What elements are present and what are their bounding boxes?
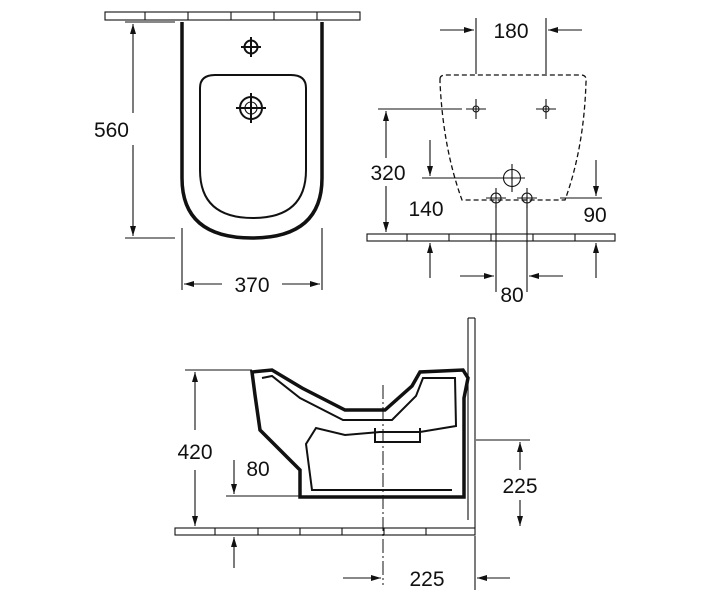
side-view-trap	[374, 428, 421, 443]
dimension-90: 90	[560, 160, 607, 278]
dimension-420: 420	[177, 369, 252, 526]
dimension-label-370: 370	[234, 274, 269, 297]
dimension-560: 560	[94, 21, 175, 239]
dimension-225-height: 225	[476, 439, 538, 526]
side-view: 420 80 225 225	[174, 317, 538, 591]
dimension-80-floor: 80	[226, 458, 300, 568]
connection-view: 180 320 140 90 80	[366, 18, 616, 307]
water-inlet-symbol	[486, 188, 506, 208]
waste-connection-symbol	[499, 164, 525, 192]
dimension-140: 140	[408, 140, 500, 278]
side-view-floor	[174, 527, 476, 536]
dimension-label-80-floor: 80	[246, 458, 269, 481]
fixing-bolt-symbol	[466, 99, 486, 119]
dimension-80-inlets: 80	[460, 205, 563, 307]
top-view-wall	[104, 11, 361, 21]
dimension-label-225-offset: 225	[409, 568, 444, 591]
dimension-320: 320	[370, 108, 462, 232]
top-view-outline	[180, 22, 324, 240]
connection-view-floor	[366, 233, 616, 242]
dimension-label-420: 420	[177, 441, 212, 464]
dimension-label-140: 140	[408, 198, 443, 221]
fixing-bolt-symbol	[536, 99, 556, 119]
tap-hole-symbol	[241, 37, 261, 57]
dimension-label-560: 560	[94, 119, 129, 142]
side-view-wall	[467, 317, 476, 528]
dimension-225-offset: 225	[343, 536, 510, 591]
top-view: 560 370	[94, 11, 361, 297]
dimension-label-180: 180	[493, 20, 528, 43]
side-view-bowl-inner	[261, 374, 458, 491]
dimension-label-90: 90	[583, 204, 606, 227]
dimension-label-320: 320	[370, 162, 405, 185]
side-view-bidet-profile	[250, 368, 470, 499]
top-view-bowl	[199, 74, 307, 220]
drain-symbol	[236, 93, 266, 123]
water-inlet-symbol	[517, 188, 537, 208]
dimension-label-225-height: 225	[502, 475, 537, 498]
dimension-180: 180	[440, 18, 582, 74]
dimension-370: 370	[181, 228, 323, 297]
connection-view-outline	[439, 74, 587, 201]
dimension-label-80: 80	[500, 284, 523, 307]
